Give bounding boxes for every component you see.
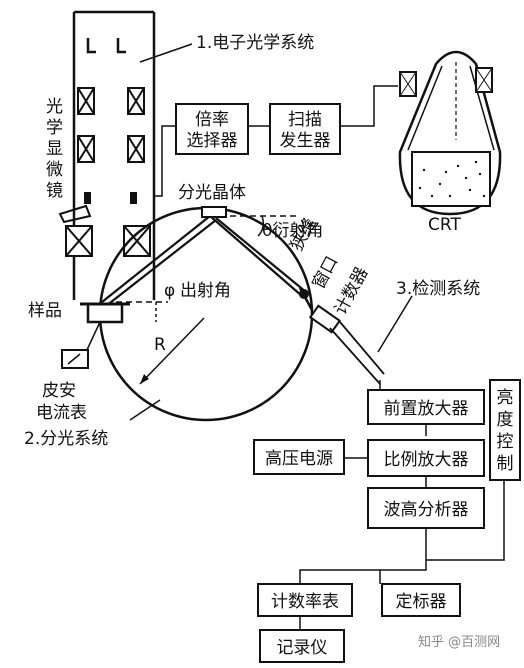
label-microscope-3: 显 bbox=[46, 139, 63, 159]
box-scaler-label: 定标器 bbox=[396, 592, 447, 612]
watermark: 知乎 @百测网 bbox=[418, 634, 500, 650]
box-prop-amp-label: 比例放大器 bbox=[384, 450, 469, 470]
box-mag-line1: 倍率 bbox=[195, 110, 229, 130]
label-electron-optics: 1.电子光学系统 bbox=[196, 33, 314, 53]
proportional-counter bbox=[298, 287, 385, 385]
brightness-3: 控 bbox=[497, 432, 514, 452]
box-count-rate-label: 计数率表 bbox=[271, 592, 339, 612]
label-picoammeter-1: 皮安 bbox=[42, 381, 76, 401]
sample-stage bbox=[86, 302, 124, 324]
recorder-box bbox=[259, 629, 345, 663]
label-crt: CRT bbox=[428, 215, 461, 235]
brightness-control-box bbox=[489, 379, 521, 481]
box-scan-line2: 发生器 bbox=[280, 131, 331, 151]
count-rate-meter-box bbox=[257, 583, 353, 617]
analyzing-crystal bbox=[201, 206, 227, 218]
magnification-selector-box bbox=[175, 103, 249, 155]
label-microscope-5: 镜 bbox=[46, 181, 63, 201]
electromagnetic-lens-coils bbox=[65, 87, 151, 257]
label-exit-angle: 出射角 bbox=[180, 281, 231, 301]
label-microscope-4: 微 bbox=[46, 160, 63, 180]
label-radius: R bbox=[154, 335, 166, 355]
box-mag-line2: 选择器 bbox=[187, 131, 238, 151]
scan-generator-box bbox=[269, 103, 341, 155]
optical-mirror bbox=[58, 204, 92, 224]
hv-supply-box bbox=[253, 439, 345, 475]
theta-arc bbox=[257, 215, 265, 237]
preamplifier-box bbox=[367, 389, 485, 425]
scaler-box bbox=[381, 583, 461, 617]
radius-arrow bbox=[139, 317, 205, 385]
label-picoammeter-2: 电流表 bbox=[36, 403, 87, 423]
pha-box bbox=[367, 487, 485, 529]
box-recorder-label: 记录仪 bbox=[277, 638, 328, 658]
label-spectrometer-system: 2.分光系统 bbox=[24, 429, 108, 449]
brightness-4: 制 bbox=[497, 454, 514, 474]
box-hv-label: 高压电源 bbox=[265, 449, 333, 469]
prop-amplifier-box bbox=[367, 439, 485, 477]
box-pha-label: 波高分析器 bbox=[384, 500, 469, 520]
label-diffraction-angle: θ衍射角 bbox=[262, 221, 323, 241]
x-ray-paths bbox=[101, 215, 307, 307]
brightness-2: 度 bbox=[497, 410, 514, 430]
label-window: 窗口 bbox=[309, 253, 343, 292]
label-microscope-1: 光 bbox=[46, 97, 63, 117]
label-sample: 样品 bbox=[28, 301, 62, 321]
label-crystal: 分光晶体 bbox=[178, 183, 246, 203]
scan-coil-left bbox=[84, 192, 91, 204]
label-phi: φ bbox=[164, 281, 175, 301]
box-preamp-label: 前置放大器 bbox=[384, 399, 469, 419]
scan-coil-right bbox=[130, 192, 137, 204]
box-scan-line1: 扫描 bbox=[288, 110, 322, 130]
brightness-1: 亮 bbox=[497, 388, 514, 408]
label-detection-system: 3.检测系统 bbox=[396, 279, 480, 299]
label-microscope-2: 学 bbox=[46, 118, 63, 138]
crt-display bbox=[398, 50, 502, 216]
wiring bbox=[154, 85, 505, 630]
